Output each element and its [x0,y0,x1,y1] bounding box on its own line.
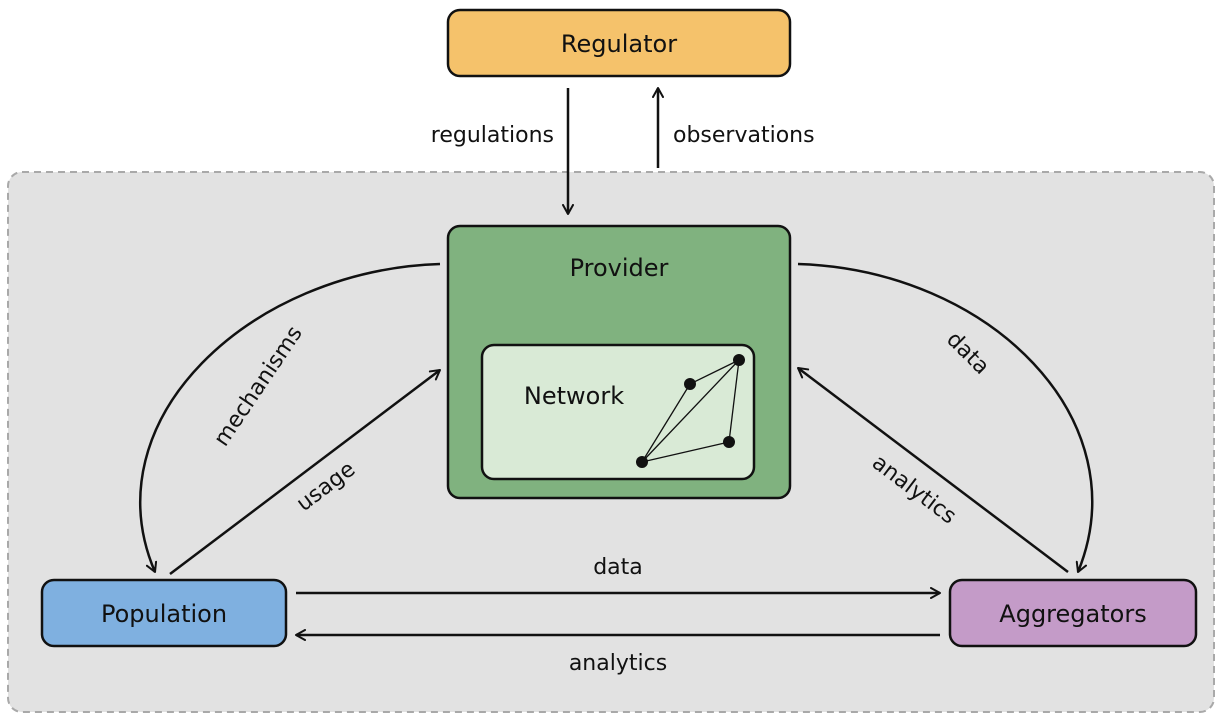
aggregators-node[interactable]: Aggregators [948,578,1198,648]
mechanisms-arrow [139,262,441,573]
observations-label: observations [673,123,815,148]
regulations-label: regulations [431,123,554,148]
population-analytics-label: analytics [569,651,667,676]
usage-arrow [169,369,441,575]
provider-label: Provider [570,254,669,282]
population-label: Population [101,600,227,628]
network-graph-icon [636,354,745,468]
aggregators-label: Aggregators [999,600,1146,628]
regulator-label: Regulator [561,30,677,58]
network-node-dot [636,456,648,468]
network-node-dot [723,436,735,448]
regulator-node[interactable]: Regulator [446,8,792,78]
network-node[interactable]: Network [480,343,756,481]
network-node-dot [733,354,745,366]
population-node[interactable]: Population [40,578,288,648]
aggregator-analytics-arrow [797,367,1069,573]
network-node-dot [684,378,696,390]
population-data-label: data [593,555,643,580]
network-label: Network [524,382,624,410]
provider-data-arrow [797,262,1094,573]
